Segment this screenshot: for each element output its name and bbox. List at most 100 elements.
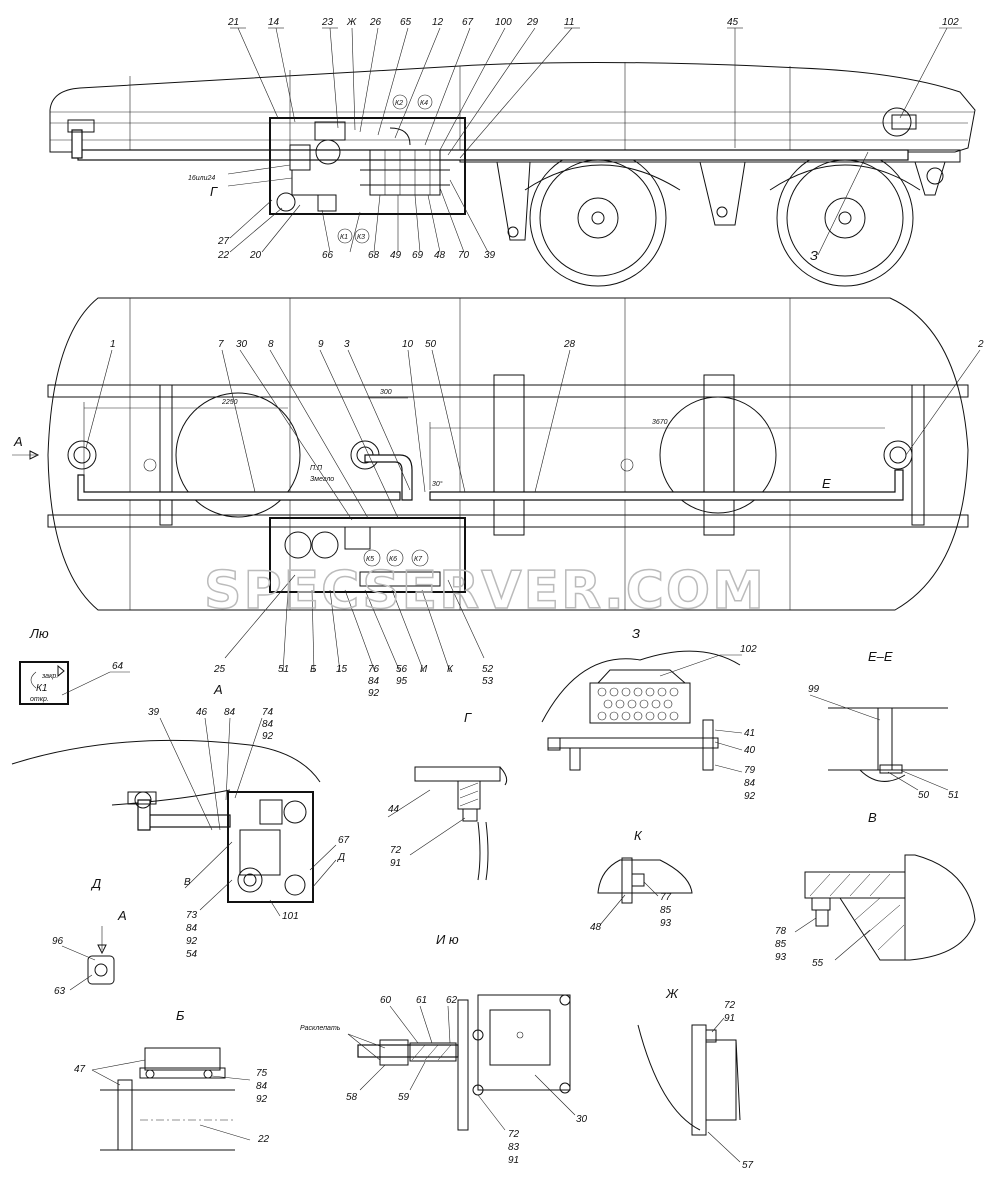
callout-49: 49 (390, 250, 402, 261)
note-rasklepat: Расклепать (300, 1025, 341, 1032)
detail-ee: Е–Е 99 50 51 (808, 649, 959, 801)
callout-51: 51 (278, 664, 289, 675)
plate-bottom: откр. (30, 696, 49, 703)
callout-i: И (420, 664, 428, 675)
callout-84-b: 84 (262, 719, 274, 730)
stack-92: 92 (186, 936, 198, 947)
dim-2250: 2250 (221, 399, 238, 406)
callout-100: 100 (495, 17, 512, 28)
note-zmeglo: Змегло (310, 476, 334, 483)
stack-72-iu: 72 (508, 1129, 520, 1140)
marker-k5: К5 (366, 556, 374, 563)
callout-b: Б (310, 664, 317, 675)
callout-84: 84 (368, 676, 380, 687)
callout-20: 20 (249, 250, 262, 261)
stack-84-3: 84 (744, 778, 756, 789)
callout-64: 64 (112, 661, 124, 672)
callout-47: 47 (74, 1064, 86, 1075)
callout-102: 102 (942, 17, 959, 28)
callout-30: 30 (236, 339, 248, 350)
callout-69: 69 (412, 250, 424, 261)
view-a: А 39 46 84 74 84 92 67 Д В (11, 682, 350, 960)
pipe-note: 16или24 (188, 175, 215, 182)
callout-92-a: 92 (262, 731, 274, 742)
detail-ee-title: Е–Е (868, 649, 893, 664)
stack-73: 73 (186, 910, 198, 921)
callout-26: 26 (369, 17, 382, 28)
callout-9: 9 (318, 339, 324, 350)
callout-10: 10 (402, 339, 414, 350)
stack-93-v: 93 (775, 952, 787, 963)
marker-k6: К6 (389, 556, 397, 563)
note-30deg: 30° (432, 480, 443, 488)
callout-56: 56 (396, 664, 408, 675)
callout-39: 39 (484, 250, 496, 261)
callout-60: 60 (380, 995, 392, 1006)
detail-v-title: В (868, 810, 877, 825)
callout-v: В (184, 877, 191, 888)
detail-d-title: Д (90, 876, 101, 891)
detail-g-title: Г (464, 710, 472, 725)
callout-44: 44 (388, 804, 400, 815)
callout-74: 74 (262, 707, 274, 718)
marker-k2: К2 (395, 100, 403, 107)
stack-78: 78 (775, 926, 787, 937)
callout-61: 61 (416, 995, 427, 1006)
callout-3: 3 (344, 339, 350, 350)
callout-15: 15 (336, 664, 348, 675)
callout-57: 57 (742, 1160, 754, 1171)
marker-k3: К3 (357, 234, 365, 241)
callout-45: 45 (727, 17, 739, 28)
callout-1: 1 (110, 339, 116, 350)
dim-3670: 3670 (652, 419, 668, 426)
callout-50: 50 (425, 339, 437, 350)
callout-59: 59 (398, 1092, 410, 1103)
detail-k-title: К (634, 828, 643, 843)
callout-7: 7 (218, 339, 224, 350)
stack-77: 77 (660, 892, 672, 903)
callout-52: 52 (482, 664, 494, 675)
stack-84-b: 84 (256, 1081, 268, 1092)
detail-b-title: Б (176, 1008, 185, 1023)
callout-70: 70 (458, 250, 470, 261)
stack-92-3: 92 (744, 791, 756, 802)
detail-3-title: З (632, 626, 640, 641)
detail-v: В 78 85 93 55 (775, 810, 976, 969)
detail-d: Д А 96 63 (52, 876, 127, 997)
callout-40: 40 (744, 745, 756, 756)
callout-22: 22 (217, 250, 230, 261)
marker-k7: К7 (414, 556, 423, 563)
plan-view: К5 К6 К7 2250 300 3670 П.П Змегло 30° А … (12, 297, 984, 699)
callout-51-ee: 51 (948, 790, 959, 801)
detail-zh: Ж 72 91 57 (637, 986, 754, 1171)
callout-29: 29 (526, 17, 539, 28)
callout-84-a: 84 (224, 707, 236, 718)
callout-21: 21 (227, 17, 239, 28)
stack-75: 75 (256, 1068, 268, 1079)
callout-50-ee: 50 (918, 790, 930, 801)
detail-zh-title: Ж (665, 986, 679, 1001)
stack-85-k: 85 (660, 905, 672, 916)
callout-55: 55 (812, 958, 824, 969)
callout-23: 23 (321, 17, 334, 28)
marker-k1: К1 (340, 234, 348, 241)
detail-iu: И ю Расклепать 60 61 62 (300, 932, 588, 1166)
stack-54: 54 (186, 949, 198, 960)
callout-d: Д (337, 852, 345, 863)
callout-27: 27 (217, 236, 230, 247)
callout-99: 99 (808, 684, 820, 695)
plate-mid: К1 (36, 683, 47, 694)
callout-65: 65 (400, 17, 412, 28)
detail-k: К 48 77 85 93 (590, 828, 693, 933)
section-e-marker: Е (822, 476, 831, 491)
detail-lyu-title: Лю (29, 626, 49, 641)
stack-93-k: 93 (660, 918, 672, 929)
callout-58: 58 (346, 1092, 358, 1103)
callout-63: 63 (54, 986, 66, 997)
callout-76: 76 (368, 664, 380, 675)
callout-22-b: 22 (257, 1134, 270, 1145)
callout-11: 11 (564, 17, 574, 28)
detail-iu-title: И ю (436, 932, 459, 947)
detail-b: Б 47 22 75 84 92 (74, 1008, 270, 1151)
